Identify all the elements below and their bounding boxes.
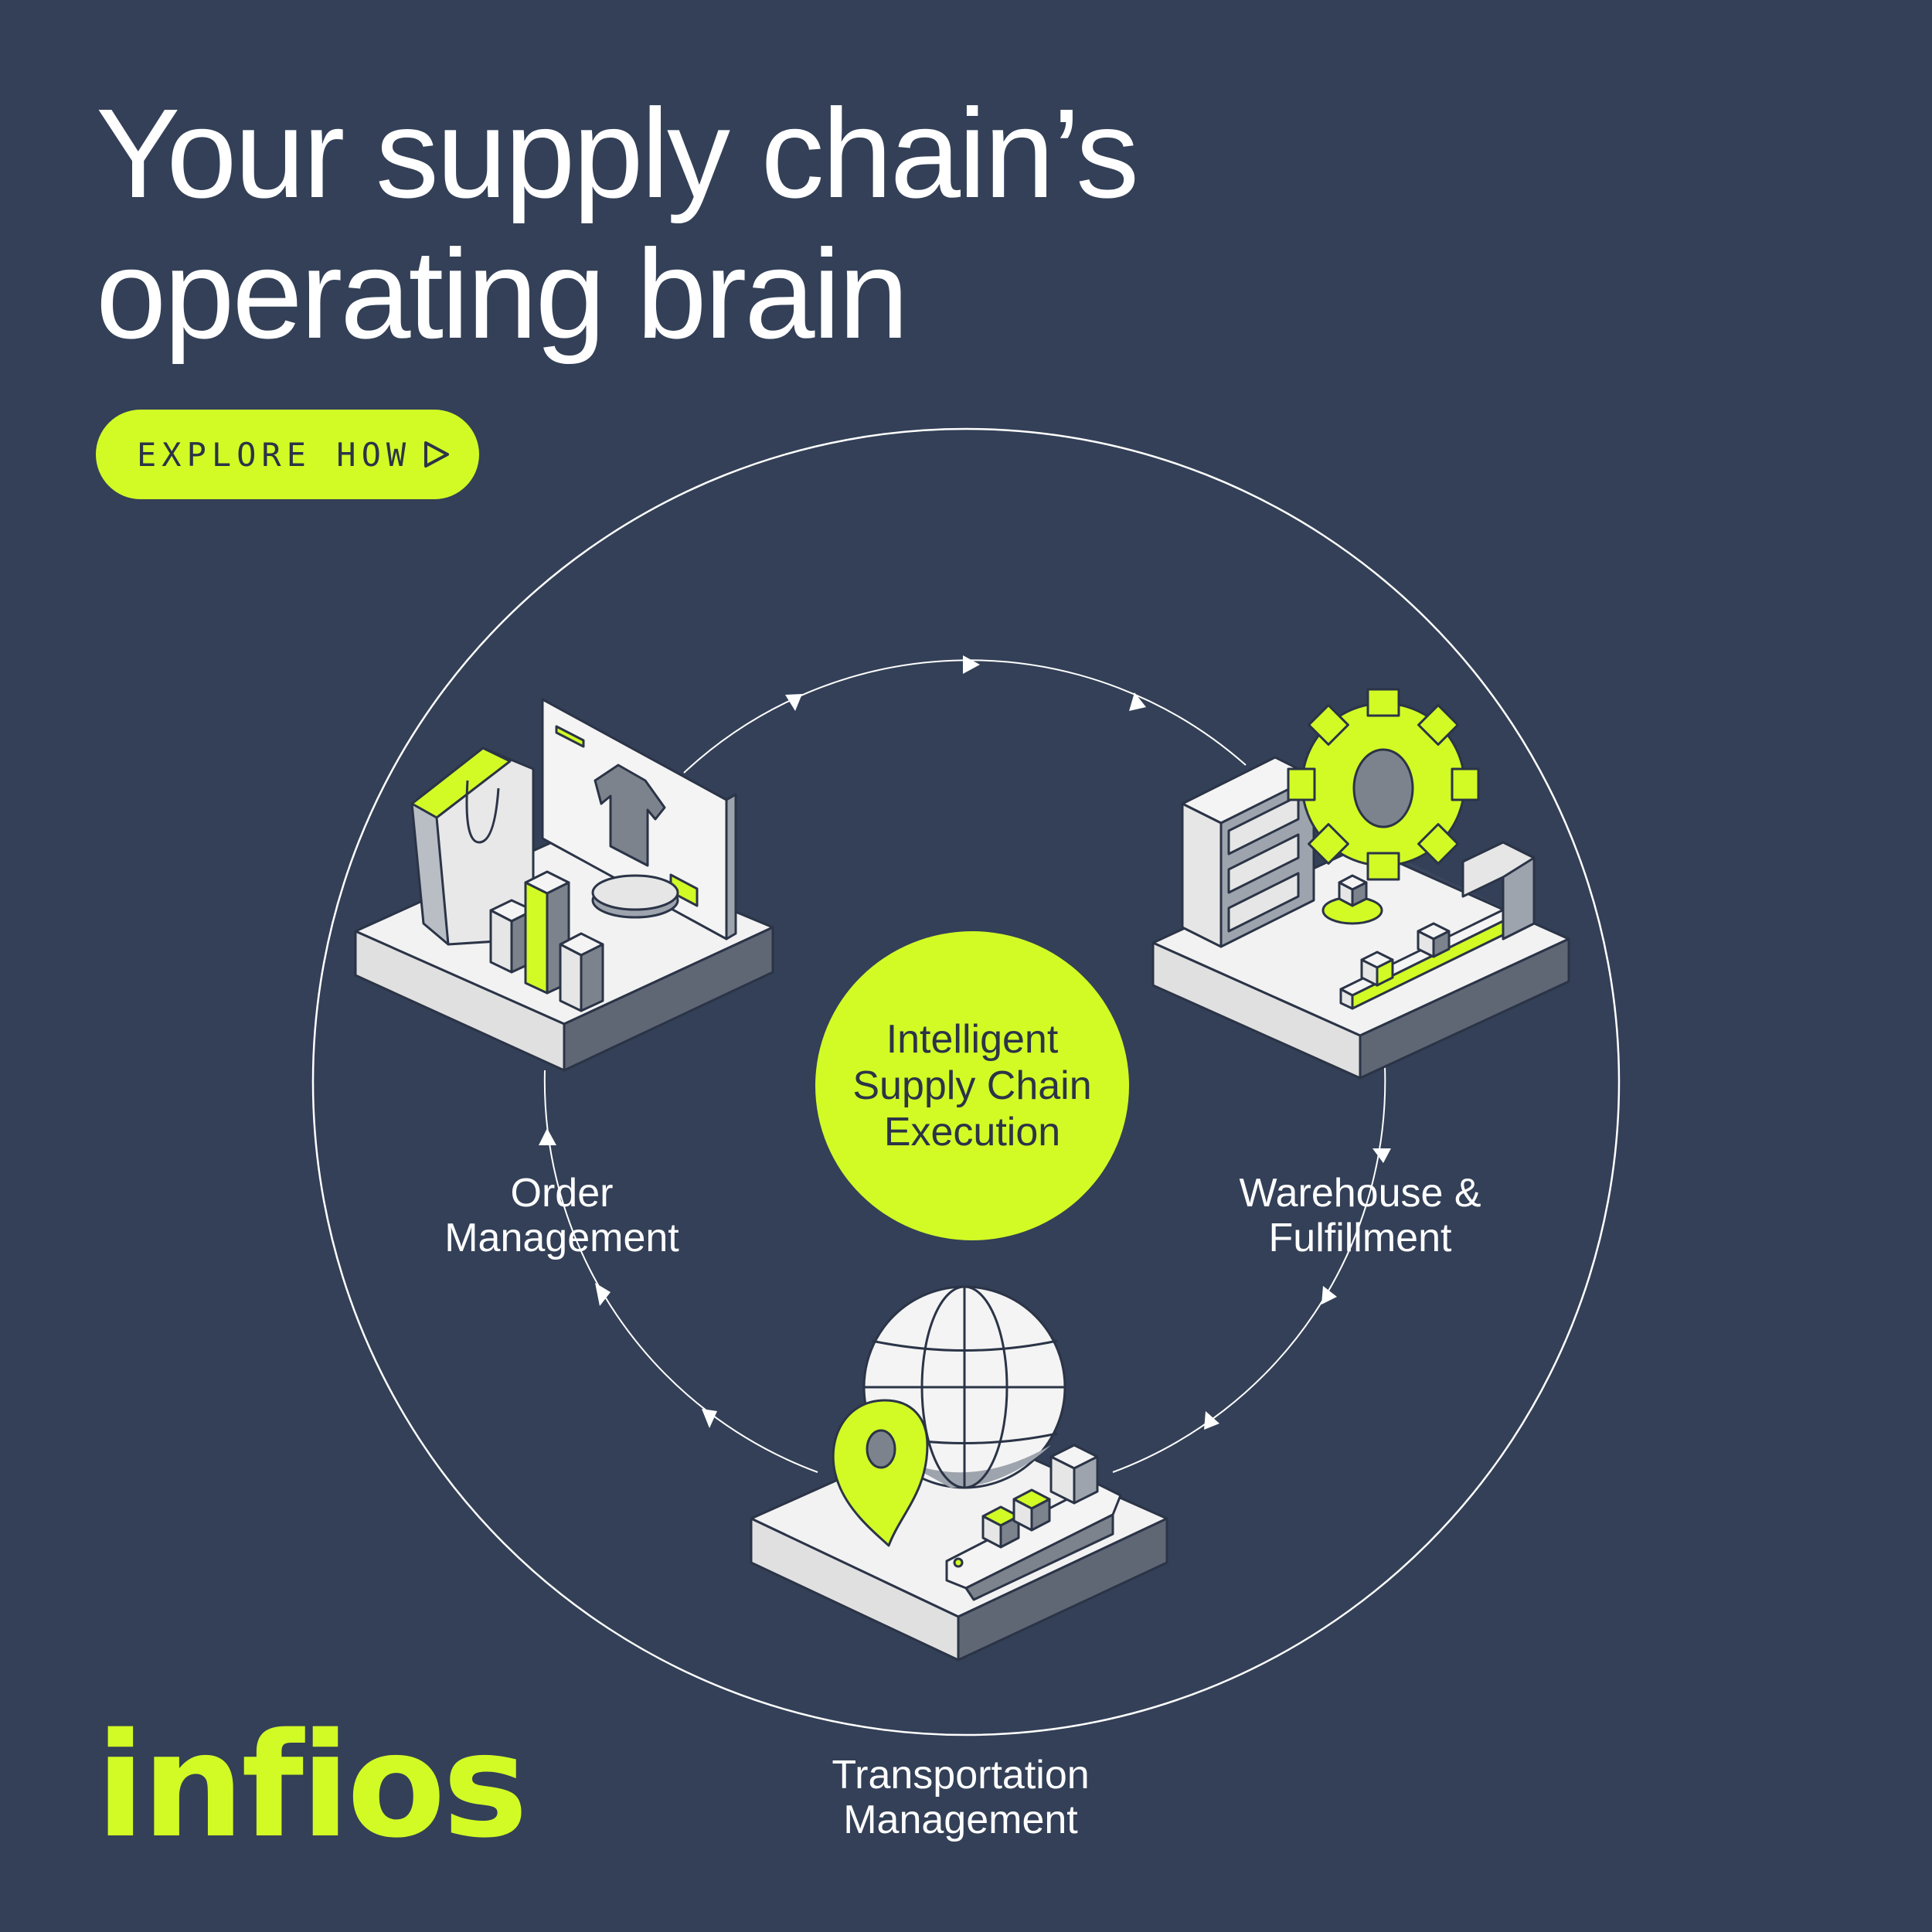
warehouse-label-line-2: Fulfillment [1268,1216,1452,1260]
cycle-arrowheads [539,655,1391,1430]
center-line-3: Execution [883,1110,1061,1155]
order-label-line-1: Order [510,1171,614,1216]
arrowhead [702,1409,717,1428]
arrowhead [1372,1148,1391,1163]
headline-line-2: operating brain [96,223,909,365]
arrowhead [1321,1286,1337,1304]
arrowhead [963,655,980,674]
explore-how-label: EXPLORE HOW [137,435,412,474]
transport-label-line-1: Transportation [832,1753,1090,1798]
explore-how-button[interactable]: EXPLORE HOW [96,410,479,499]
label-warehouse-fulfillment: Warehouse & Fulfillment [1194,1171,1526,1260]
arc-warehouse-to-transport [1112,1066,1386,1473]
transport-label-line-2: Management [843,1798,1078,1842]
headline: Your supply chain’s operating brain [96,83,1139,365]
storefront-monitor-icon [354,698,774,1072]
warehouse-gear-icon [1151,688,1570,1080]
label-transportation-management: Transportation Management [787,1753,1134,1842]
globe-ship-pin-icon [750,1285,1168,1662]
order-label-line-2: Management [444,1216,679,1260]
center-badge: Intelligent Supply Chain Execution [815,931,1129,1240]
warehouse-label-line-1: Warehouse & [1239,1171,1481,1216]
arc-order-to-warehouse [683,659,1247,774]
headline-line-1: Your supply chain’s [96,83,1139,224]
arrowhead [785,694,802,711]
arrowhead [1204,1411,1219,1430]
outer-ring [311,427,1621,1736]
arrowhead [1129,692,1146,711]
arrowhead [539,1128,556,1145]
arrowhead [595,1283,611,1306]
center-line-1: Intelligent [886,1017,1059,1062]
arc-transport-to-order [543,1070,818,1473]
play-triangle-icon [424,441,450,468]
center-line-2: Supply Chain [852,1063,1092,1108]
infios-logo: infios [96,1702,528,1869]
label-order-management: Order Management [400,1171,724,1260]
